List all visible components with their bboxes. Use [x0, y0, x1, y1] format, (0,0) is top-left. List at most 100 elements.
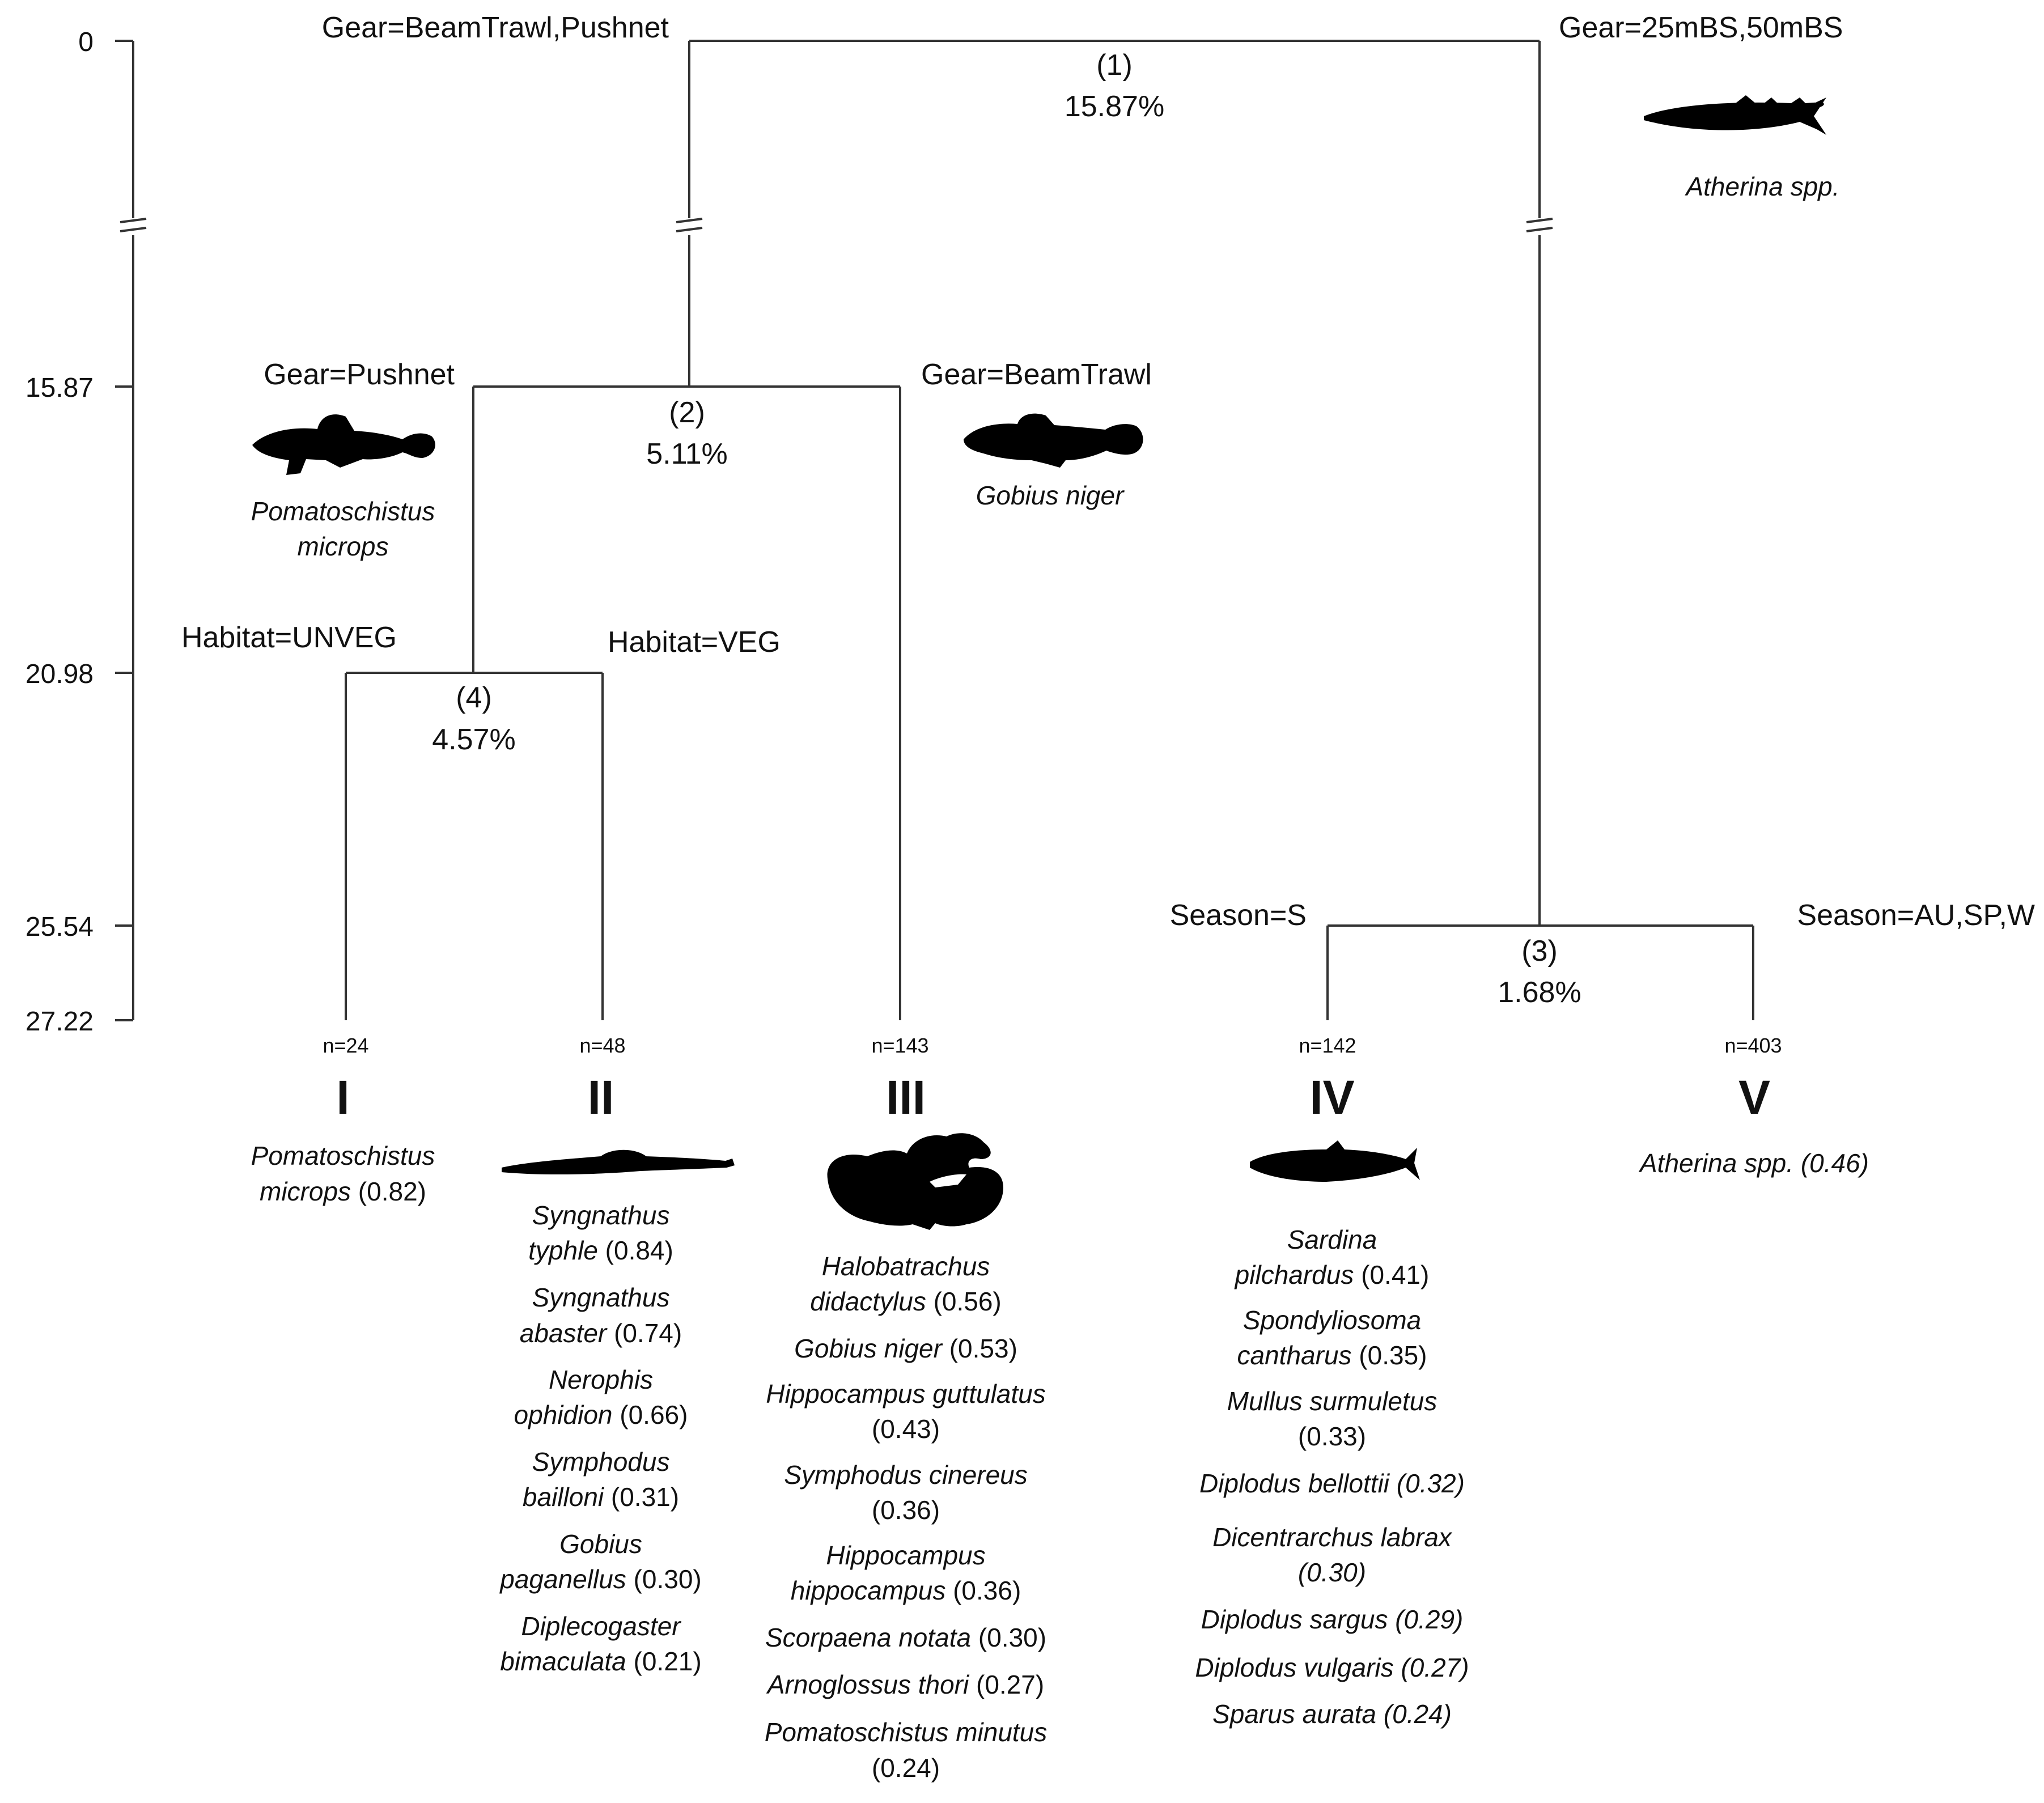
group-II-species-line: abaster (0.74): [520, 1318, 682, 1348]
species-text-part: Pomatoschistus: [251, 1141, 435, 1170]
group-IV-species-line: Diplodus bellottii (0.32): [1199, 1469, 1465, 1498]
group-II-species-line: Diplecogaster: [521, 1611, 681, 1641]
group-III-species-line: (0.43): [872, 1414, 940, 1444]
group-IV-species-line: cantharus (0.35): [1237, 1340, 1427, 1370]
group-III-species-line: Symphodus cinereus: [784, 1460, 1028, 1490]
species-text-part: Hippocampus guttulatus: [766, 1379, 1046, 1409]
split-4-left-condition: Habitat=UNVEG: [181, 621, 397, 654]
sardine-silhouette-icon: [1250, 1140, 1420, 1182]
tree-branches: [345, 40, 1754, 1020]
species-text-part: (0.31): [604, 1482, 679, 1512]
split-2-left-condition: Gear=Pushnet: [264, 358, 455, 391]
species-text-part: (0.35): [1352, 1340, 1427, 1370]
species-text-part: (0.66): [612, 1400, 688, 1429]
split-1-node-label: (1): [1096, 49, 1133, 82]
species-text-part: Hippocampus: [826, 1541, 985, 1570]
species-text-part: Sparus aurata (0.24): [1212, 1699, 1452, 1729]
species-text-part: hippocampus: [791, 1576, 946, 1605]
species-text-part: Diplodus sargus (0.29): [1201, 1605, 1464, 1634]
group-II-species-line: Syngnathus: [532, 1283, 670, 1312]
y-tick-20-98: 20.98: [26, 659, 94, 689]
group-V-count: n=403: [1724, 1034, 1782, 1057]
species-text-part: (0.36): [945, 1576, 1021, 1605]
group-I-count: n=24: [323, 1034, 368, 1057]
species-text-part: (0.30): [1298, 1558, 1366, 1587]
group-III-species-line: Gobius niger (0.53): [794, 1334, 1017, 1363]
group-II-species-line: Symphodus: [532, 1447, 670, 1477]
split-2-node-label: (2): [669, 396, 705, 429]
split-4-variance: 4.57%: [432, 723, 515, 756]
group-II-species-line: typhle (0.84): [528, 1236, 673, 1265]
split-2-left-species-line-2: microps: [297, 532, 388, 561]
group-IV-species-line: Diplodus sargus (0.29): [1201, 1605, 1464, 1634]
species-text-part: pilchardus: [1234, 1260, 1354, 1289]
goby-silhouette-icon: [252, 414, 435, 475]
species-text-part: (0.27): [969, 1670, 1044, 1699]
group-III-species-line: Hippocampus: [826, 1541, 985, 1570]
species-text-part: Dicentrarchus labrax: [1212, 1522, 1453, 1552]
species-text-part: Gobius: [559, 1529, 642, 1559]
species-text-part: Syngnathus: [532, 1283, 670, 1312]
group-II-species-line: bailloni (0.31): [523, 1482, 679, 1512]
split-2-right-species: Gobius niger: [976, 481, 1125, 510]
species-text-part: Gobius niger: [794, 1334, 943, 1363]
group-I-label: I: [336, 1071, 349, 1124]
species-text-part: (0.30): [971, 1623, 1046, 1652]
species-text-part: (0.41): [1354, 1260, 1429, 1289]
group-IV-species-line: Diplodus vulgaris (0.27): [1195, 1653, 1469, 1682]
species-text-part: bailloni: [523, 1482, 605, 1512]
species-text-part: (0.53): [942, 1334, 1017, 1363]
group-II-species-line: Nerophis: [549, 1365, 653, 1394]
split-4-right-condition: Habitat=VEG: [608, 626, 781, 659]
group-III-species-line: Scorpaena notata (0.30): [765, 1623, 1046, 1652]
black-goby-silhouette-icon: [964, 413, 1143, 468]
species-text-part: typhle: [528, 1236, 598, 1265]
species-text-part: Atherina spp. (0.46): [1638, 1148, 1869, 1178]
species-text-part: Diplecogaster: [521, 1611, 681, 1641]
species-text-part: (0.74): [607, 1318, 682, 1348]
species-text-part: (0.84): [598, 1236, 673, 1265]
group-V-label: V: [1738, 1071, 1770, 1124]
y-tick-0: 0: [78, 27, 94, 57]
group-III-label: III: [886, 1071, 926, 1124]
species-text-part: Diplodus bellottii (0.32): [1199, 1469, 1465, 1498]
group-III-species-line: (0.24): [872, 1753, 940, 1783]
species-text-part: (0.43): [872, 1414, 940, 1444]
y-axis: 0 15.87 20.98 25.54 27.22: [26, 27, 147, 1037]
species-text-part: bimaculata: [500, 1647, 626, 1676]
species-text-part: (0.24): [872, 1753, 940, 1783]
split-2-left-species-line-1: Pomatoschistus: [251, 497, 435, 526]
species-text-part: (0.33): [1298, 1422, 1366, 1451]
group-IV-species-line: pilchardus (0.41): [1234, 1260, 1430, 1289]
species-text-part: Nerophis: [549, 1365, 653, 1394]
species-text-part: (0.82): [351, 1177, 426, 1206]
group-II-count: n=48: [579, 1034, 625, 1057]
group-II-species-line: bimaculata (0.21): [500, 1647, 701, 1676]
split-1-left-condition: Gear=BeamTrawl,Pushnet: [322, 11, 669, 44]
species-text-part: (0.36): [872, 1495, 940, 1525]
group-IV-species-line: (0.33): [1298, 1422, 1366, 1451]
group-II-species-line: paganellus (0.30): [499, 1564, 701, 1594]
species-text-part: Halobatrachus: [822, 1252, 990, 1281]
split-4-node-label: (4): [456, 681, 492, 714]
group-III-species-line: Hippocampus guttulatus: [766, 1379, 1046, 1409]
group-II-species-line: Syngnathus: [532, 1200, 670, 1230]
atherina-silhouette-icon: [1644, 95, 1826, 135]
y-tick-25-54: 25.54: [26, 912, 94, 942]
species-text-part: (0.30): [626, 1564, 702, 1594]
species-text-part: Spondyliosoma: [1243, 1305, 1422, 1335]
group-II-species-line: ophidion (0.66): [514, 1400, 688, 1429]
species-text-part: Sardina: [1287, 1225, 1377, 1254]
species-text-part: didactylus: [810, 1287, 926, 1316]
species-text-part: Mullus surmuletus: [1227, 1386, 1437, 1416]
leaf-headers: n=24 n=48 n=143 n=142 n=403 I II III IV …: [323, 1034, 1782, 1124]
split-3-variance: 1.68%: [1498, 976, 1581, 1009]
split-3-right-condition: Season=AU,SP,W: [1797, 899, 2035, 932]
species-text-part: Symphodus cinereus: [784, 1460, 1028, 1490]
species-text-part: Syngnathus: [532, 1200, 670, 1230]
y-tick-15-87: 15.87: [26, 373, 94, 403]
species-text-part: Scorpaena notata: [765, 1623, 971, 1652]
group-III-species-line: Pomatoschistus minutus: [765, 1717, 1048, 1747]
species-text-part: Diplodus vulgaris (0.27): [1195, 1653, 1469, 1682]
